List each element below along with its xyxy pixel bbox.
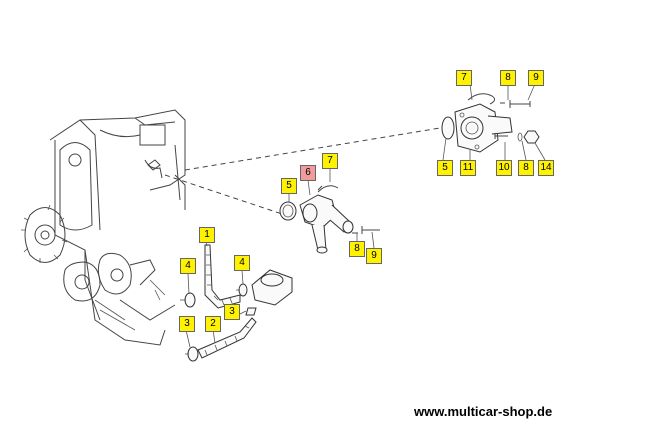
callout-2: 2 (205, 316, 221, 332)
callout-4-right: 4 (234, 255, 250, 271)
callout-8-right: 8 (518, 160, 534, 176)
water-outlet-assembly (279, 185, 380, 254)
callout-5-right: 5 (437, 160, 453, 176)
hoses-and-clamps (180, 244, 293, 362)
callout-9-top: 9 (528, 70, 544, 86)
engine-block (21, 109, 186, 346)
assembly-axis-line-2 (164, 174, 286, 216)
callout-7-top: 7 (456, 70, 472, 86)
callout-11: 11 (460, 160, 476, 176)
callout-3-mid: 3 (224, 304, 240, 320)
callout-4-left: 4 (180, 258, 196, 274)
assembly-axis-line (184, 127, 441, 171)
callout-10: 10 (496, 160, 512, 176)
callout-14: 14 (538, 160, 554, 176)
callout-3-left: 3 (179, 316, 195, 332)
leader-lines (185, 83, 546, 348)
callout-7-mid: 7 (322, 153, 338, 169)
callout-8-mid: 8 (349, 241, 365, 257)
thermostat-housing-assembly (441, 93, 540, 153)
website-url: www.multicar-shop.de (414, 404, 553, 419)
callout-9-mid: 9 (366, 248, 382, 264)
callout-6-highlighted: 6 (300, 165, 316, 181)
callout-1: 1 (199, 227, 215, 243)
callout-8-top: 8 (500, 70, 516, 86)
callout-5-mid: 5 (281, 178, 297, 194)
